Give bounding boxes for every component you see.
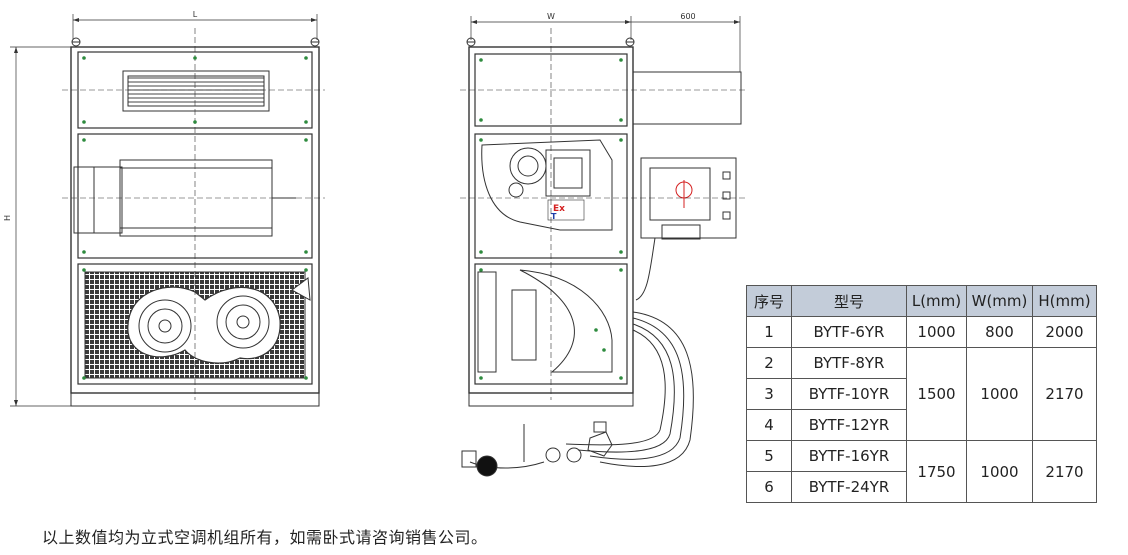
front-width-label: L [193, 10, 198, 19]
header-length: L(mm) [906, 285, 967, 317]
side-width-label: W [547, 12, 555, 21]
row-model: BYTF-24YR [791, 471, 907, 503]
front-view [10, 14, 325, 407]
table-row: 2 BYTF-8YR 1500 1000 2170 [746, 347, 1097, 441]
footnote: 以上数值均为立式空调机组所有，如需卧式请咨询销售公司。 [42, 528, 488, 547]
explosion-proof-mark: Ex T [551, 204, 565, 221]
row-height: 2170 [1032, 347, 1097, 441]
extension-label: 600 [680, 12, 695, 21]
svg-text:T: T [551, 212, 557, 221]
table-row: 5 BYTF-16YR 1750 1000 2170 [746, 440, 1097, 503]
side-view [460, 16, 745, 477]
row-model: BYTF-16YR [791, 440, 907, 472]
row-model: BYTF-6YR [791, 316, 907, 348]
row-length: 1000 [906, 316, 967, 348]
spec-table-header: 序号 型号 L(mm) W(mm) H(mm) [746, 285, 1097, 317]
front-panel-screws [82, 56, 308, 380]
table-row: 6 BYTF-24YR [746, 471, 1097, 503]
row-model: BYTF-12YR [791, 409, 907, 441]
row-no: 5 [746, 440, 792, 472]
row-height: 2170 [1032, 440, 1097, 503]
row-width: 1000 [966, 347, 1033, 441]
row-length: 1500 [906, 347, 967, 441]
table-row: 3 BYTF-10YR [746, 378, 1097, 410]
side-panel-screws [479, 58, 623, 380]
table-row: 1 BYTF-6YR 1000 800 2000 [746, 316, 1097, 348]
row-model: BYTF-10YR [791, 378, 907, 410]
header-model: 型号 [791, 285, 907, 317]
header-no: 序号 [746, 285, 792, 317]
row-width: 1000 [966, 440, 1033, 503]
row-length: 1750 [906, 440, 967, 503]
row-no: 2 [746, 347, 792, 379]
header-width: W(mm) [966, 285, 1033, 317]
row-width: 800 [966, 316, 1033, 348]
row-model: BYTF-8YR [791, 347, 907, 379]
row-no: 4 [746, 409, 792, 441]
spec-table: 序号 型号 L(mm) W(mm) H(mm) 1 BYTF-6YR 1000 … [746, 285, 1097, 503]
row-no: 3 [746, 378, 792, 410]
row-no: 1 [746, 316, 792, 348]
svg-text:Ex: Ex [553, 204, 565, 214]
row-no: 6 [746, 471, 792, 503]
header-height: H(mm) [1032, 285, 1097, 317]
row-height: 2000 [1032, 316, 1097, 348]
height-label: H [3, 215, 12, 221]
